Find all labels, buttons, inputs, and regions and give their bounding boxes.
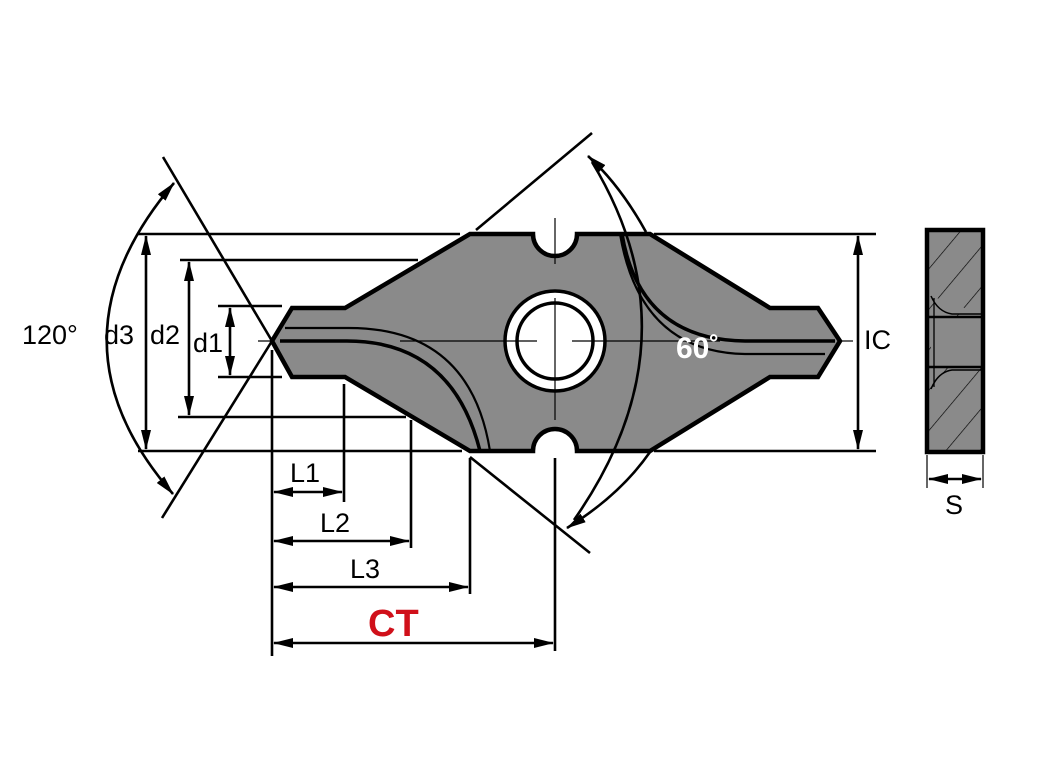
- dimension-labels: 120° d3 d2 d1 IC L1 L2 L3 CT S: [22, 320, 963, 645]
- l3-label: L3: [350, 554, 380, 584]
- l1-label: L1: [290, 458, 320, 488]
- s-label: S: [945, 490, 963, 520]
- angle-60-arc-top-arrow: [587, 155, 648, 233]
- angle-120-label: 120°: [22, 320, 78, 350]
- d2-label: d2: [150, 320, 180, 350]
- side-view-hole-bore: [931, 317, 981, 367]
- side-view-outline: [924, 227, 986, 455]
- l2-label: L2: [320, 508, 350, 538]
- angle-60-label: 60˚: [676, 332, 719, 365]
- angle-60-arc-bottom-arrow: [566, 451, 652, 530]
- left-chipbreaker-groove-outer: [285, 326, 492, 452]
- angle-120-upper-leg: [161, 156, 274, 342]
- d3-label: d3: [104, 320, 134, 350]
- angle-120-construction: [105, 156, 278, 519]
- dimension-arrows: [141, 235, 863, 648]
- side-view-countersink-top: [930, 295, 981, 315]
- left-chipbreaker-groove-inner: [280, 339, 482, 452]
- angle-120-arc: [105, 182, 175, 495]
- angle-120-lower-leg: [160, 340, 274, 519]
- angle-60-lower-leg: [469, 455, 591, 555]
- angle-60-upper-leg: [475, 132, 593, 231]
- right-chipbreaker-groove-outer: [620, 233, 835, 343]
- side-section-view: [924, 227, 986, 488]
- insert-top-view: 60˚: [269, 155, 853, 530]
- angle-60-construction: [469, 132, 593, 555]
- d1-label: d1: [193, 328, 223, 358]
- right-chipbreaker-groove-inner: [618, 233, 825, 356]
- ic-label: IC: [864, 325, 891, 355]
- extension-lines: [138, 232, 876, 656]
- ct-label: CT: [368, 603, 419, 645]
- side-view-countersink-bottom: [930, 369, 981, 390]
